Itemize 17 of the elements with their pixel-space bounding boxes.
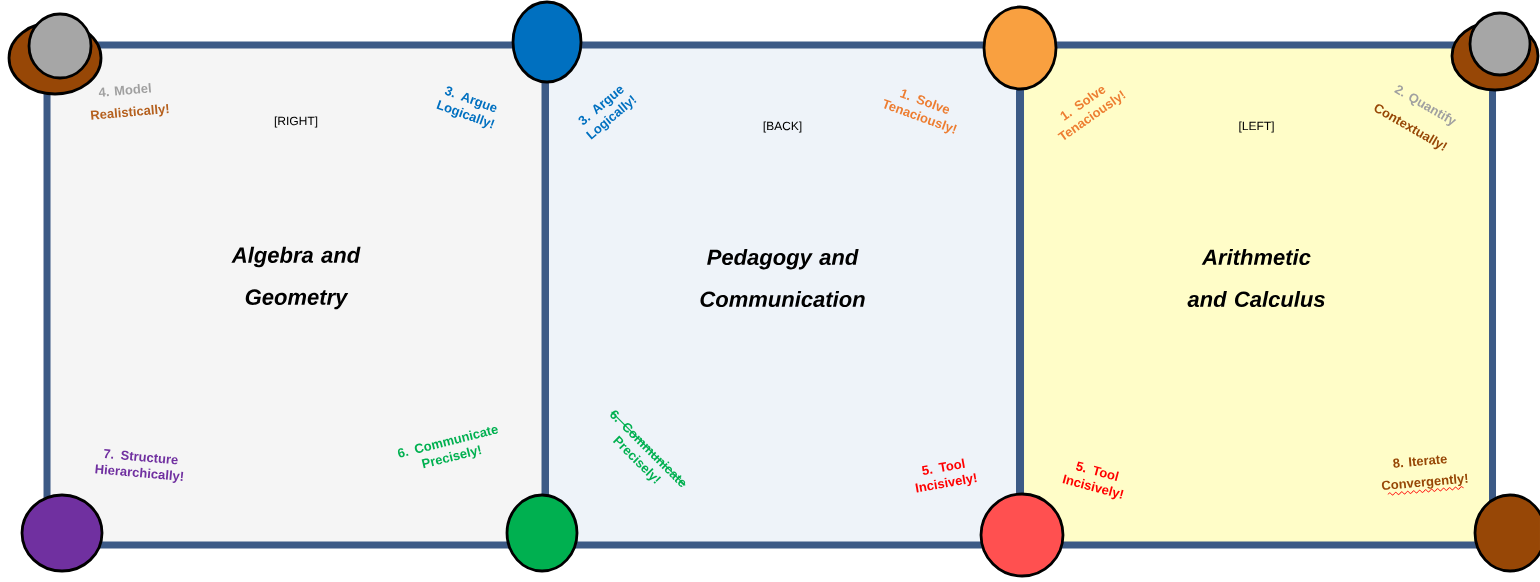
panel-heading: [RIGHT]: [274, 116, 318, 128]
corner-label: 5. Tool Incisively!: [915, 458, 977, 493]
corner-circle: [505, 493, 579, 573]
corner-label: Convergently!: [1381, 473, 1468, 496]
corner-label: 7. Structure Hierarchically!: [95, 449, 184, 483]
corner-circle: [1473, 493, 1540, 573]
panel-title: Algebra and Geometry: [231, 246, 361, 310]
panel-title: Pedagogy and Communication: [700, 248, 865, 308]
corner-circle: [982, 5, 1058, 91]
corner-circle: [20, 493, 104, 573]
panel-heading: [BACK]: [763, 121, 802, 133]
corner-label: 4. Model: [98, 83, 151, 97]
panel-heading: [LEFT]: [1239, 121, 1274, 133]
panel-title: Arithmetic and Calculus: [1187, 248, 1325, 308]
corner-circle: [511, 0, 583, 84]
corner-label: Realistically!: [90, 104, 169, 120]
corner-label: 8. Iterate: [1393, 455, 1447, 468]
